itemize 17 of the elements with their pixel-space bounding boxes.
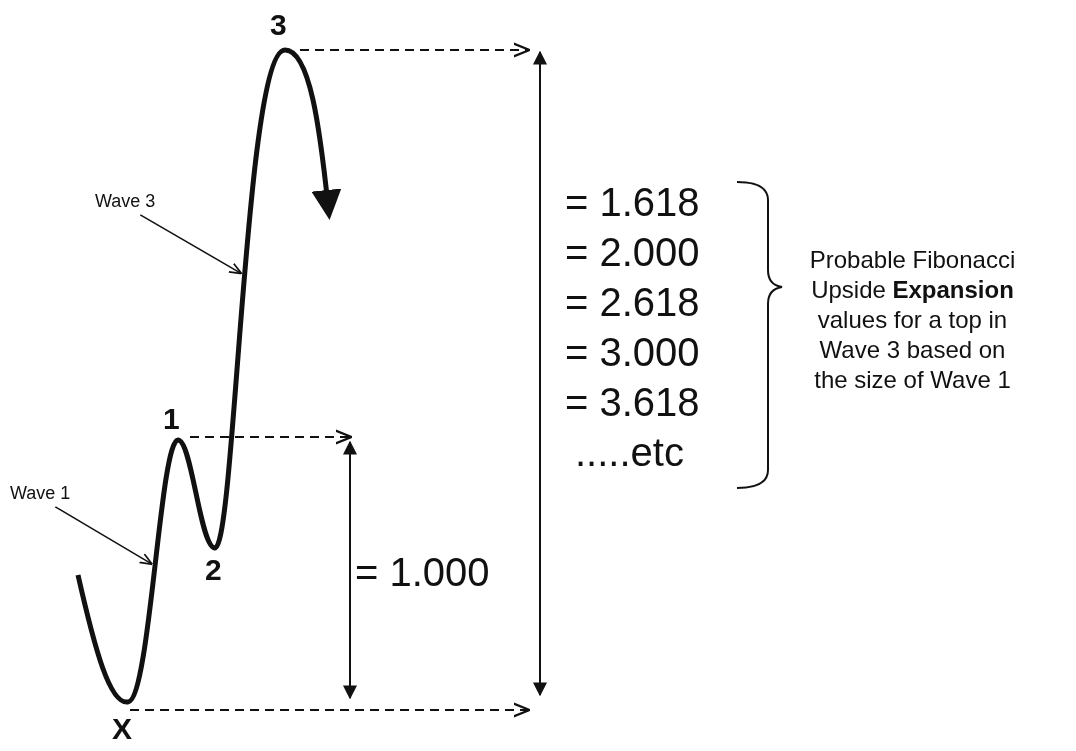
ratio-value: .....etc [575,430,684,474]
point-number: 2 [205,553,222,586]
wave-label: Wave 3 [95,192,156,212]
leader-line [139,214,243,275]
point-number: 3 [270,8,287,41]
wave-label: Wave 1 [10,484,71,504]
ratio-value: = 2.000 [565,230,700,274]
ratio-value: = 3.618 [565,380,700,424]
point-number: X [112,712,132,745]
note-text: Probable Fibonacci Upside Expansion values for a top in Wave 3 based on the size of Wave 1 [808,245,1017,395]
ratio-value: = 3.000 [565,330,700,374]
ratio-value: = 2.618 [565,280,700,324]
ratio-value: = 1.000 [355,550,490,594]
ratio-value: = 1.618 [565,180,700,224]
leader-line [54,506,154,566]
point-number: 1 [163,402,180,435]
wave-line-drawing [75,47,342,705]
